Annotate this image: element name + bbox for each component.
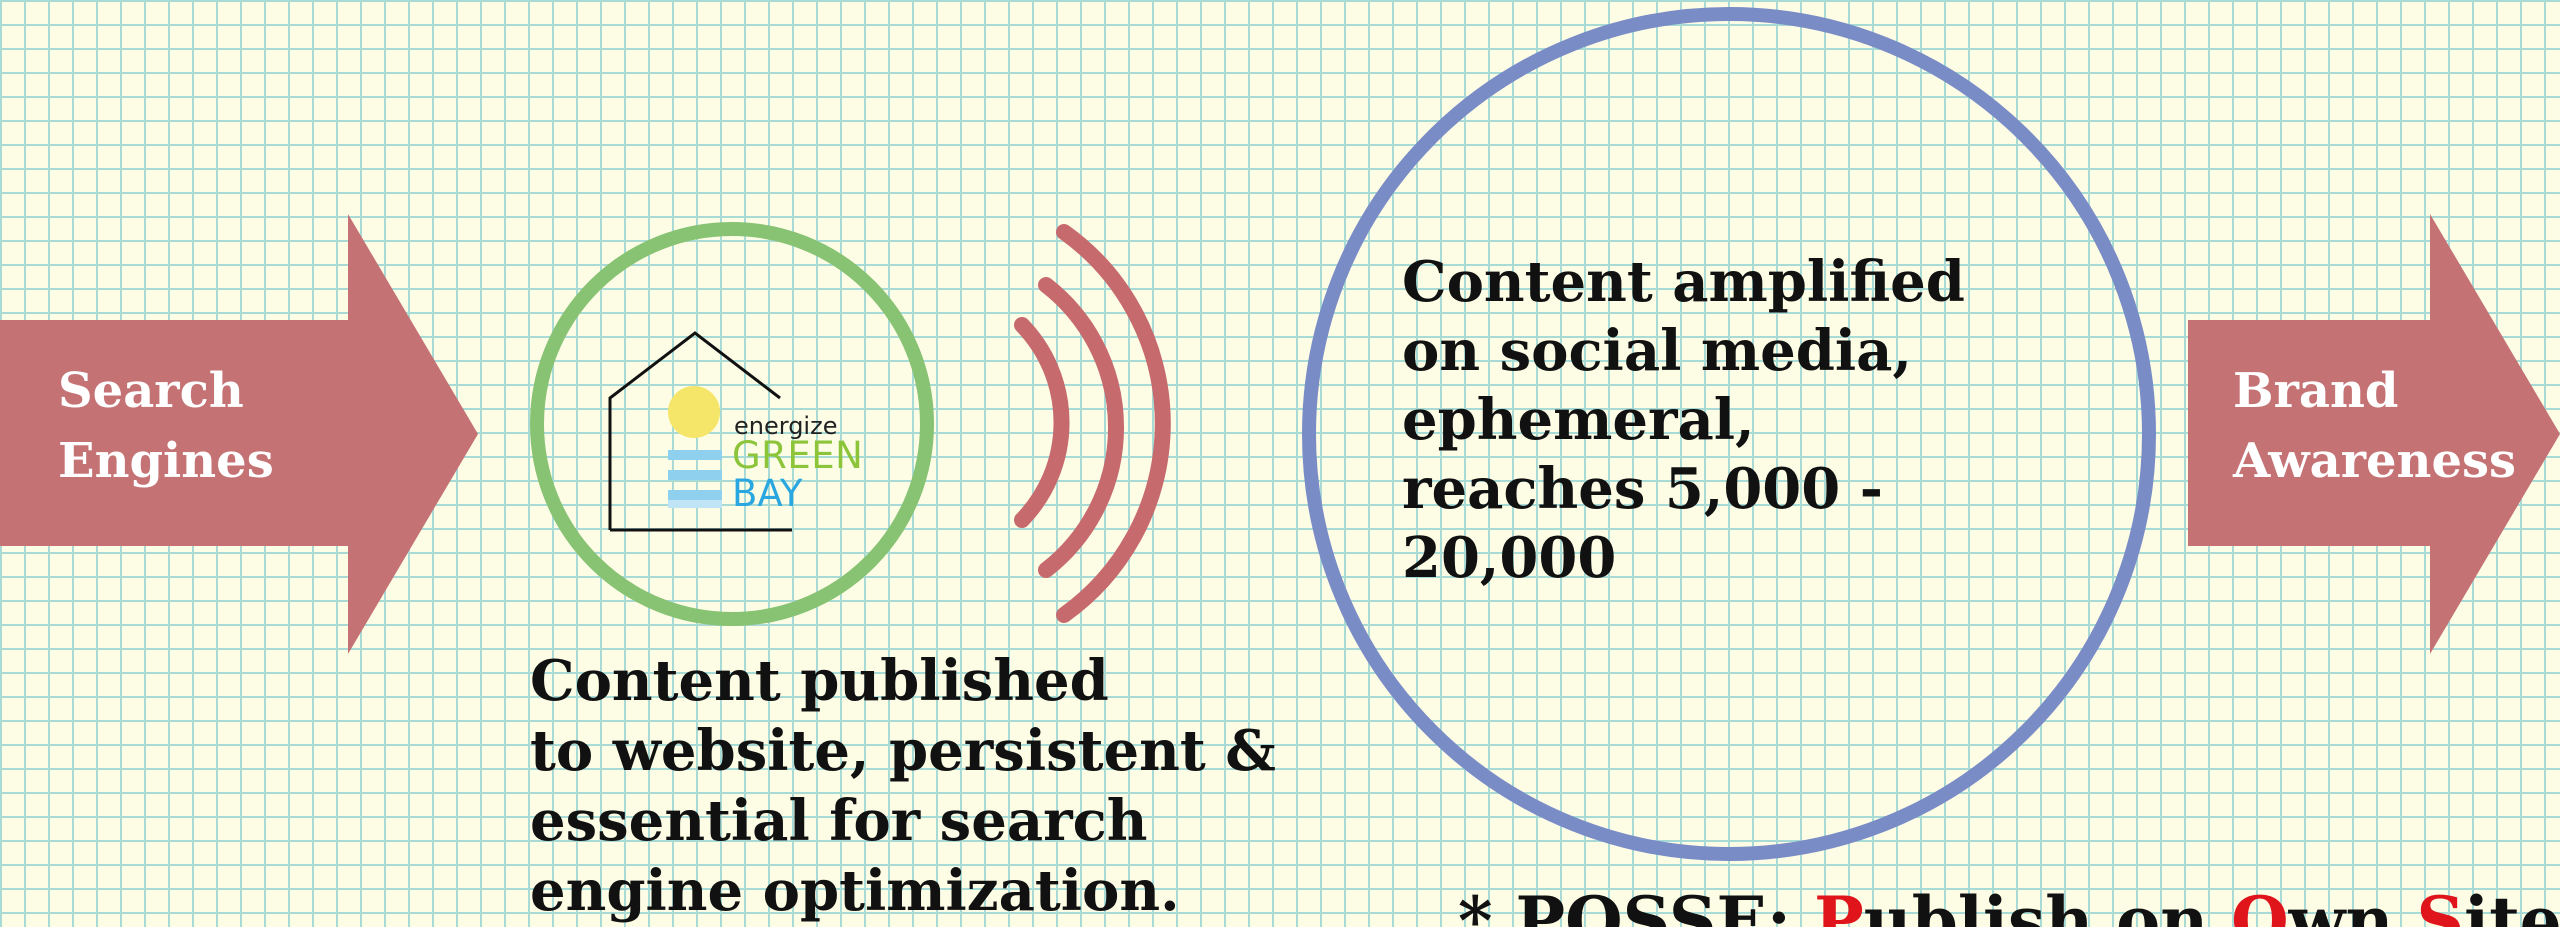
posse-part: * POSSE:	[1458, 882, 1815, 927]
brand-awareness-label: Brand Awareness	[2233, 363, 2517, 489]
posse-part: ite	[2464, 882, 2560, 927]
website-caption: Content published to website, persistent…	[530, 648, 1276, 924]
posse-initial-s: S	[2416, 882, 2465, 927]
sun-icon	[668, 386, 720, 438]
posse-initial-o: O	[2231, 882, 2289, 927]
broadcast-waves-icon	[1014, 224, 1171, 623]
social-media-ring	[1302, 7, 2156, 861]
logo-small-text: energize	[734, 412, 838, 440]
logo-line2-text: BAY	[732, 472, 803, 515]
logo-line1-text: GREEN	[732, 434, 864, 477]
water-icon	[668, 450, 722, 508]
social-media-caption: Content amplified on social media, ephem…	[1402, 249, 1965, 591]
brand-awareness-arrow	[2188, 214, 2560, 654]
house-outline-icon	[608, 331, 781, 530]
search-engines-label: Search Engines	[58, 363, 274, 489]
search-engines-arrow	[0, 214, 478, 654]
website-ring	[530, 222, 934, 626]
posse-part: wn	[2288, 882, 2417, 927]
posse-part: ublish on	[1863, 882, 2232, 927]
posse-footnote: * POSSE: Publish on Own Site	[1458, 888, 2560, 927]
posse-initial-p: P	[1814, 882, 1864, 927]
